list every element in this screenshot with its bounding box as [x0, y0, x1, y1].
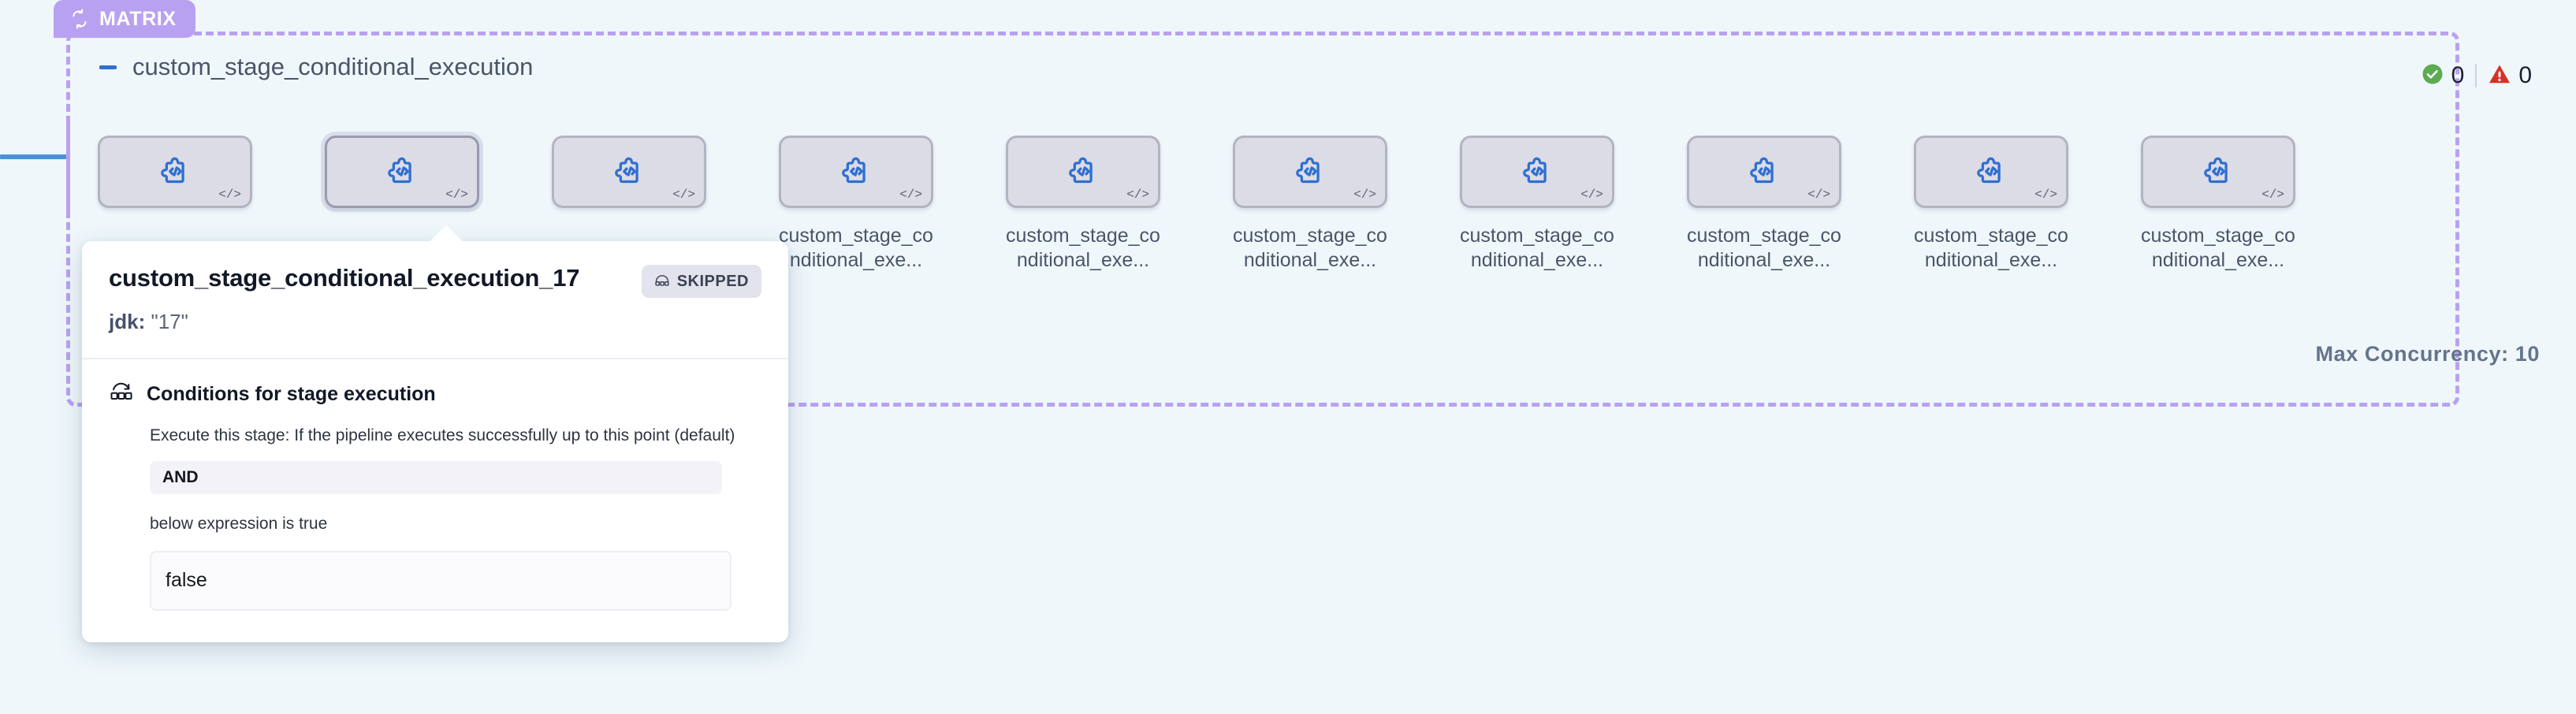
matrix-node[interactable]: </>custom_stage_conditional_exe... — [325, 136, 479, 273]
puzzle-code-icon — [1747, 153, 1781, 192]
status-badge-label: SKIPPED — [676, 272, 749, 290]
matrix-node[interactable]: </> custom_stage_conditional_exe... — [1233, 136, 1387, 273]
conditions-description: Execute this stage: If the pipeline exec… — [150, 426, 735, 445]
conditions-expression: false — [150, 550, 731, 611]
code-tag-icon: </> — [445, 188, 468, 202]
minus-icon[interactable] — [98, 57, 118, 77]
puzzle-code-icon — [158, 153, 192, 192]
code-tag-icon: </> — [899, 188, 922, 202]
conditions-operator: AND — [150, 460, 722, 494]
matrix-node-label: custom_stage_conditional_exe... — [779, 225, 933, 272]
matrix-node-card[interactable]: </> — [1914, 136, 2068, 208]
tooltip-parameter: jdk: "17" — [109, 310, 627, 334]
code-tag-icon: </> — [1126, 188, 1149, 202]
check-circle-icon — [2421, 62, 2444, 90]
matrix-node-card[interactable]: </> — [325, 136, 479, 208]
matrix-node[interactable]: </> custom_stage_conditional_exe... — [1006, 136, 1160, 273]
status-counters: 0 0 — [2410, 61, 2543, 90]
warning-counter: 0 — [2477, 62, 2543, 90]
matrix-badge: MATRIX — [54, 0, 195, 38]
puzzle-code-icon — [1293, 153, 1327, 192]
matrix-node-card[interactable]: </> — [552, 136, 706, 208]
matrix-node-label: custom_stage_conditional_exe... — [2141, 225, 2295, 272]
matrix-node[interactable]: </>custom_stage_conditional_exe... — [98, 136, 252, 273]
matrix-node-card[interactable]: </> — [779, 136, 933, 208]
matrix-node[interactable]: </>custom_stage_conditional_exe... — [552, 136, 706, 273]
status-badge: SKIPPED — [641, 265, 761, 298]
matrix-edge-marker — [66, 122, 70, 217]
conditions-note: below expression is true — [150, 514, 328, 533]
puzzle-code-icon — [1066, 153, 1100, 192]
puzzle-code-icon — [385, 153, 419, 192]
puzzle-code-icon — [1974, 153, 2008, 192]
matrix-node-card[interactable]: </> — [1460, 136, 1614, 208]
code-tag-icon: </> — [1807, 188, 1830, 202]
matrix-node-card[interactable]: </> — [1006, 136, 1160, 208]
matrix-node-label: custom_stage_conditional_exe... — [1460, 225, 1614, 272]
incoming-edge-connector — [0, 154, 68, 159]
matrix-node-card[interactable]: </> — [2141, 136, 2295, 208]
puzzle-code-icon — [2201, 153, 2235, 192]
conditions-header: Conditions for stage execution — [109, 380, 761, 409]
code-tag-icon: </> — [1580, 188, 1603, 202]
matrix-node-label: custom_stage_conditional_exe... — [1914, 225, 2068, 272]
tooltip-divider — [82, 358, 788, 360]
stage-details-tooltip: custom_stage_conditional_execution_17 jd… — [82, 225, 788, 642]
loop-icon — [69, 9, 90, 29]
matrix-badge-label: MATRIX — [99, 7, 177, 30]
matrix-node-label: custom_stage_conditional_exe... — [1006, 225, 1160, 272]
tooltip-body: Conditions for stage execution Execute t… — [82, 359, 788, 641]
conditions-title: Conditions for stage execution — [147, 383, 436, 406]
matrix-node-row: </> custom_stage_conditional_exe... </> cus… — [98, 136, 2431, 325]
tooltip-arrow — [429, 225, 463, 242]
puzzle-code-icon — [839, 153, 873, 192]
matrix-node-card[interactable]: </> — [98, 136, 252, 208]
matrix-node[interactable]: </> custom_stage_conditional_exe... — [1914, 136, 2068, 273]
warning-count: 0 — [2518, 62, 2532, 88]
matrix-group-container — [66, 32, 2459, 407]
matrix-node[interactable]: </> custom_stage_conditional_exe... — [1687, 136, 1841, 273]
code-tag-icon: </> — [2261, 188, 2284, 202]
matrix-node-label: custom_stage_conditional_exe... — [1687, 225, 1841, 272]
group-header: custom_stage_conditional_execution — [98, 46, 2544, 88]
matrix-node-card[interactable]: </> — [1687, 136, 1841, 208]
max-concurrency-label: Max Concurrency: 10 — [2315, 342, 2540, 366]
group-title: custom_stage_conditional_execution — [132, 53, 534, 80]
puzzle-code-icon — [1520, 153, 1554, 192]
tooltip-title: custom_stage_conditional_execution_17 — [109, 264, 580, 292]
code-tag-icon: </> — [218, 188, 241, 202]
success-count: 0 — [2451, 62, 2465, 88]
puzzle-code-icon — [612, 153, 646, 192]
success-counter: 0 — [2410, 62, 2476, 90]
matrix-node-label: custom_stage_conditional_exe... — [1233, 225, 1387, 272]
matrix-node-card[interactable]: </> — [1233, 136, 1387, 208]
code-tag-icon: </> — [672, 188, 695, 202]
matrix-node[interactable]: </> custom_stage_conditional_exe... — [1460, 136, 1614, 273]
counter-divider — [2475, 64, 2477, 87]
warning-triangle-icon — [2488, 62, 2511, 90]
tooltip-parameter-value: "17" — [151, 310, 188, 334]
conditions-icon — [109, 380, 134, 409]
code-tag-icon: </> — [2034, 188, 2057, 202]
matrix-node[interactable]: </> custom_stage_conditional_exe... — [779, 136, 933, 273]
tooltip-header: custom_stage_conditional_execution_17 jd… — [82, 241, 788, 358]
matrix-node[interactable]: </> custom_stage_conditional_exe... — [2141, 136, 2295, 273]
code-tag-icon: </> — [1353, 188, 1376, 202]
tooltip-parameter-key: jdk: — [109, 310, 146, 334]
skip-arc-icon — [654, 271, 670, 292]
